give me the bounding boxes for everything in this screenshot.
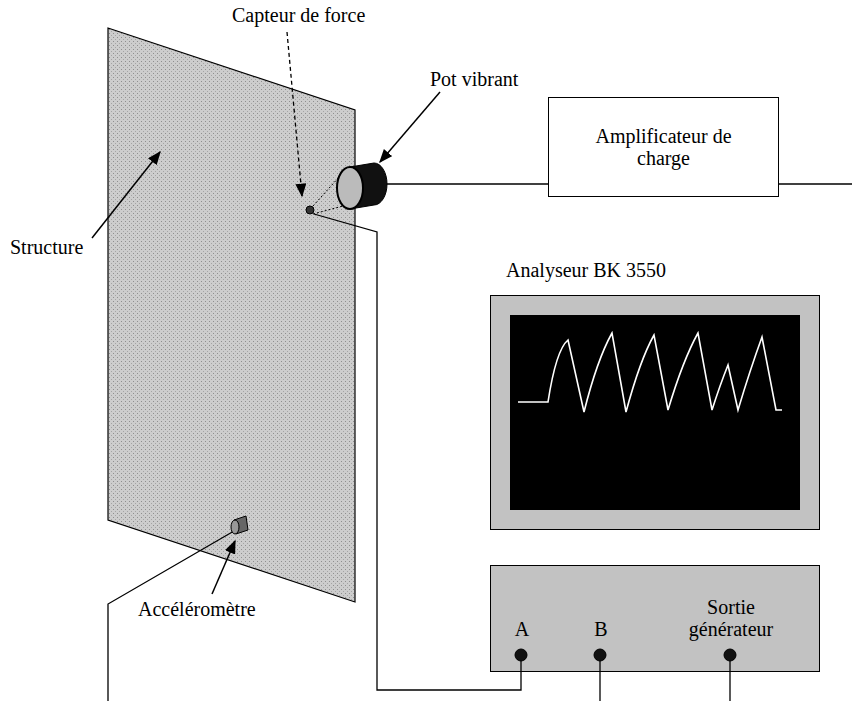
input-name: A [515, 618, 529, 640]
input-name: B [594, 618, 607, 640]
socket [594, 649, 606, 661]
part-label: Pot vibrant [430, 68, 518, 90]
analyzer-panel: A B Sortie générateur [490, 565, 820, 672]
sensor-guide [313, 206, 343, 214]
accelerometer-pointer [212, 541, 235, 594]
unit-heading: Analyseur BK 3550 [506, 259, 666, 281]
part-label: Accéléromètre [138, 598, 256, 620]
force-sensor-pointer [287, 32, 302, 196]
waveform-layer [510, 315, 800, 510]
accelerometer-face [231, 520, 239, 534]
shaker-pointer [380, 92, 440, 162]
amplifier-output-wire [777, 183, 852, 184]
structure-plate [108, 28, 355, 602]
force-sensor [306, 206, 314, 214]
box-label: Amplificateur de charge [589, 125, 738, 169]
waveform-trace [518, 333, 782, 412]
socket [724, 649, 736, 661]
input-b-wire [599, 672, 600, 701]
output-name: Sortie générateur [671, 596, 791, 640]
part-label: Structure [10, 236, 83, 258]
shaker-face [337, 167, 363, 209]
socket [515, 649, 527, 661]
analyzer-display [510, 315, 800, 510]
structure-pointer [92, 152, 160, 238]
generator-wire [729, 672, 730, 701]
part-label: Capteur de force [232, 4, 365, 26]
analyzer-screen-unit: Analyseur BK 3550 [490, 295, 820, 530]
sensor-guide [313, 176, 340, 206]
amplifier-box: Amplificateur de charge [548, 97, 779, 197]
shaker-wire [386, 183, 548, 184]
